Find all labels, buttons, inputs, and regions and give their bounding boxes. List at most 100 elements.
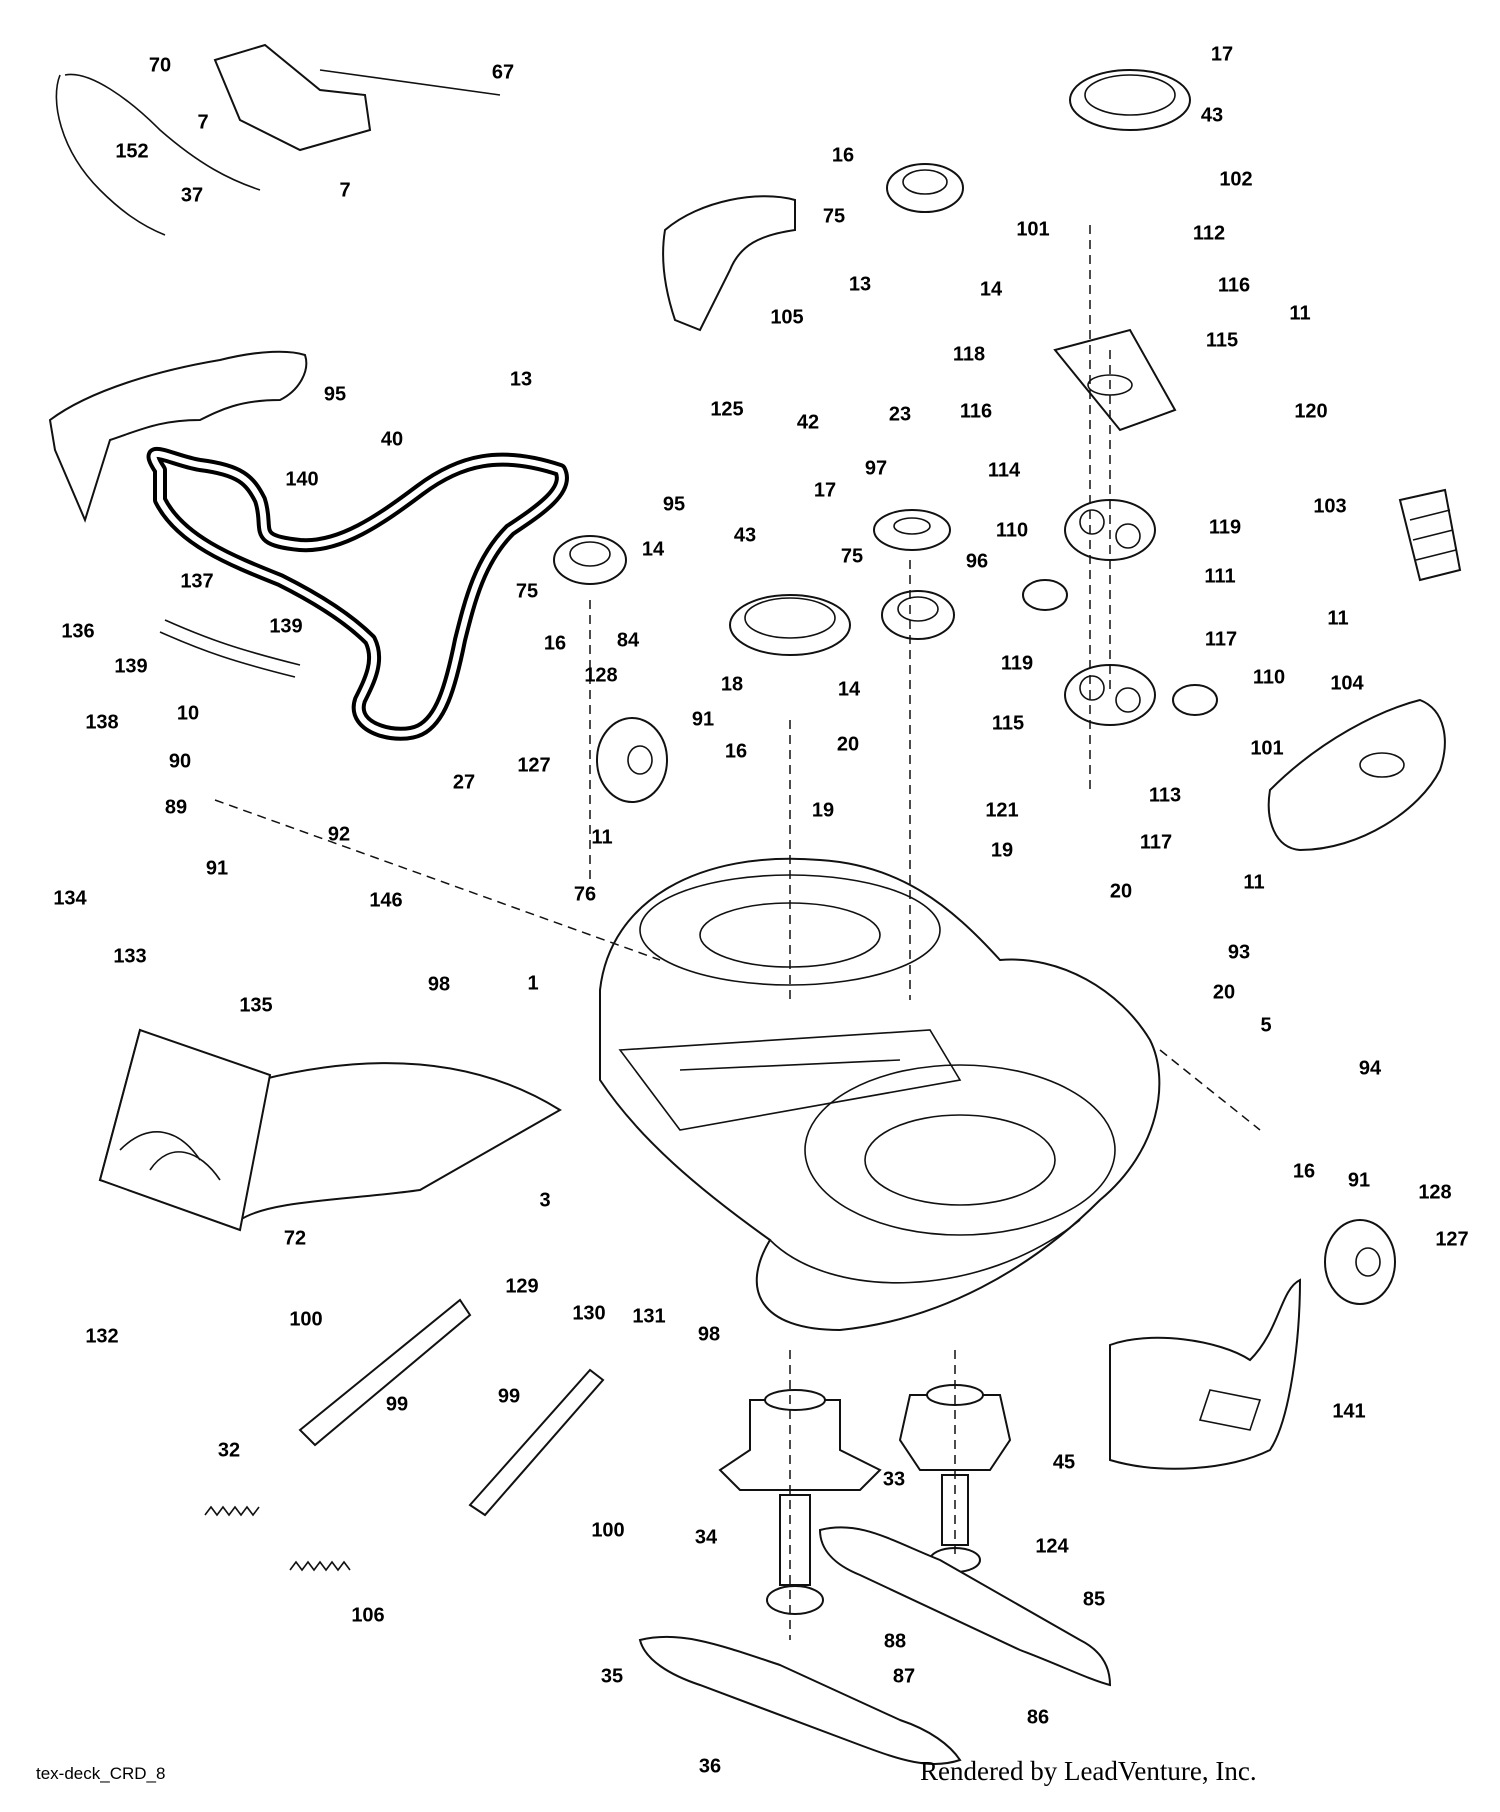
part-callout-121: 121 (985, 799, 1018, 821)
part-callout-120: 120 (1294, 400, 1327, 422)
spindle-assembly-33 (718, 1389, 882, 1615)
part-callout-27: 27 (453, 771, 475, 793)
part-callout-88: 88 (884, 1630, 906, 1652)
part-callout-32: 32 (218, 1439, 240, 1461)
part-callout-146: 146 (369, 889, 402, 911)
part-callout-106: 106 (351, 1604, 384, 1626)
part-callout-37: 37 (181, 184, 203, 206)
part-callout-97: 97 (865, 457, 887, 479)
control-bracket-70 (213, 43, 501, 152)
part-callout-20: 20 (837, 733, 859, 755)
part-callout-103: 103 (1313, 495, 1346, 517)
part-callout-111: 111 (1204, 565, 1235, 587)
part-callout-35: 35 (601, 1665, 623, 1687)
part-callout-16: 16 (544, 632, 566, 654)
gear-110-left (1022, 579, 1068, 611)
part-callout-116: 116 (960, 400, 992, 422)
part-callout-112: 112 (1193, 222, 1225, 244)
discharge-chute (98, 1028, 562, 1232)
part-callout-19: 19 (991, 839, 1013, 861)
part-callout-72: 72 (284, 1227, 306, 1249)
part-callout-117: 117 (1205, 628, 1237, 650)
part-callout-23: 23 (889, 403, 911, 425)
part-callout-34: 34 (695, 1526, 718, 1548)
part-callout-110: 110 (1253, 666, 1285, 688)
part-callout-85: 85 (1083, 1588, 1105, 1610)
part-callout-152: 152 (115, 140, 148, 162)
part-callout-17: 17 (814, 479, 836, 501)
part-callout-98: 98 (428, 973, 450, 995)
part-callout-36: 36 (699, 1755, 721, 1777)
part-callout-11: 11 (591, 826, 612, 848)
part-callout-119: 119 (1209, 516, 1241, 538)
part-callout-42: 42 (797, 411, 819, 433)
part-callout-95: 95 (663, 493, 685, 515)
pulley-43-center (729, 594, 851, 656)
part-callout-67: 67 (492, 61, 514, 83)
part-callout-127: 127 (1435, 1228, 1468, 1250)
part-callout-45: 45 (1053, 1451, 1075, 1473)
assembly-lines (214, 225, 1261, 1640)
part-callout-14: 14 (980, 278, 1003, 300)
part-callout-13: 13 (510, 368, 532, 390)
baffle-103 (1398, 488, 1462, 582)
idler-pulley-75-left (553, 535, 627, 585)
part-callout-100: 100 (591, 1519, 624, 1541)
part-callout-16: 16 (1293, 1160, 1315, 1182)
part-callout-105: 105 (770, 306, 803, 328)
part-callout-20: 20 (1110, 880, 1132, 902)
part-callout-114: 114 (988, 459, 1021, 481)
hose-138 (159, 619, 301, 678)
part-callout-11: 11 (1289, 302, 1310, 324)
gauge-wheel-128-left (596, 717, 668, 803)
part-callout-125: 125 (710, 398, 743, 420)
part-callout-20: 20 (1213, 981, 1235, 1003)
part-callout-75: 75 (841, 545, 863, 567)
drawing-id: tex-deck_CRD_8 (36, 1764, 166, 1783)
part-callout-132: 132 (85, 1325, 118, 1347)
part-callout-101: 101 (1016, 218, 1049, 240)
part-callout-14: 14 (642, 538, 665, 560)
part-callout-134: 134 (53, 887, 87, 909)
part-callout-139: 139 (269, 615, 302, 637)
part-callout-76: 76 (574, 883, 596, 905)
part-callout-1: 1 (527, 972, 538, 994)
part-callout-3: 3 (539, 1189, 550, 1211)
control-cable-152 (55, 73, 261, 236)
part-callout-100: 100 (289, 1308, 322, 1330)
part-callout-140: 140 (285, 468, 318, 490)
part-callout-33: 33 (883, 1468, 905, 1490)
part-callout-131: 131 (632, 1305, 665, 1327)
part-callout-139: 139 (114, 655, 147, 677)
part-callout-43: 43 (734, 524, 756, 546)
part-callout-130: 130 (572, 1302, 605, 1324)
part-callout-13: 13 (849, 273, 871, 295)
idler-pulley-75-right (881, 590, 955, 640)
gear-plate-118 (1053, 328, 1177, 432)
mulch-cover-141 (1109, 1278, 1302, 1470)
part-callout-98: 98 (698, 1323, 720, 1345)
spring-32 (204, 1505, 260, 1517)
idler-pulley-75-top (886, 163, 964, 213)
part-callout-104: 104 (1330, 672, 1364, 694)
part-callout-129: 129 (505, 1275, 538, 1297)
part-callout-18: 18 (721, 673, 743, 695)
pulley-43-top (1069, 69, 1191, 131)
part-callout-19: 19 (812, 799, 834, 821)
part-callout-99: 99 (386, 1393, 408, 1415)
part-callout-136: 136 (61, 620, 94, 642)
part-callout-94: 94 (1359, 1057, 1382, 1079)
part-callout-40: 40 (381, 428, 403, 450)
part-callout-16: 16 (725, 740, 747, 762)
part-callout-91: 91 (206, 857, 228, 879)
part-callout-141: 141 (1332, 1400, 1365, 1422)
part-callout-89: 89 (165, 796, 187, 818)
part-callout-7: 7 (339, 179, 350, 201)
part-callout-84: 84 (617, 629, 640, 651)
lift-arm-99-left (298, 1298, 472, 1447)
belt-cover-104 (1267, 698, 1446, 852)
part-callout-99: 99 (498, 1385, 520, 1407)
part-callout-118: 118 (953, 343, 985, 365)
deck-belt (146, 446, 569, 741)
